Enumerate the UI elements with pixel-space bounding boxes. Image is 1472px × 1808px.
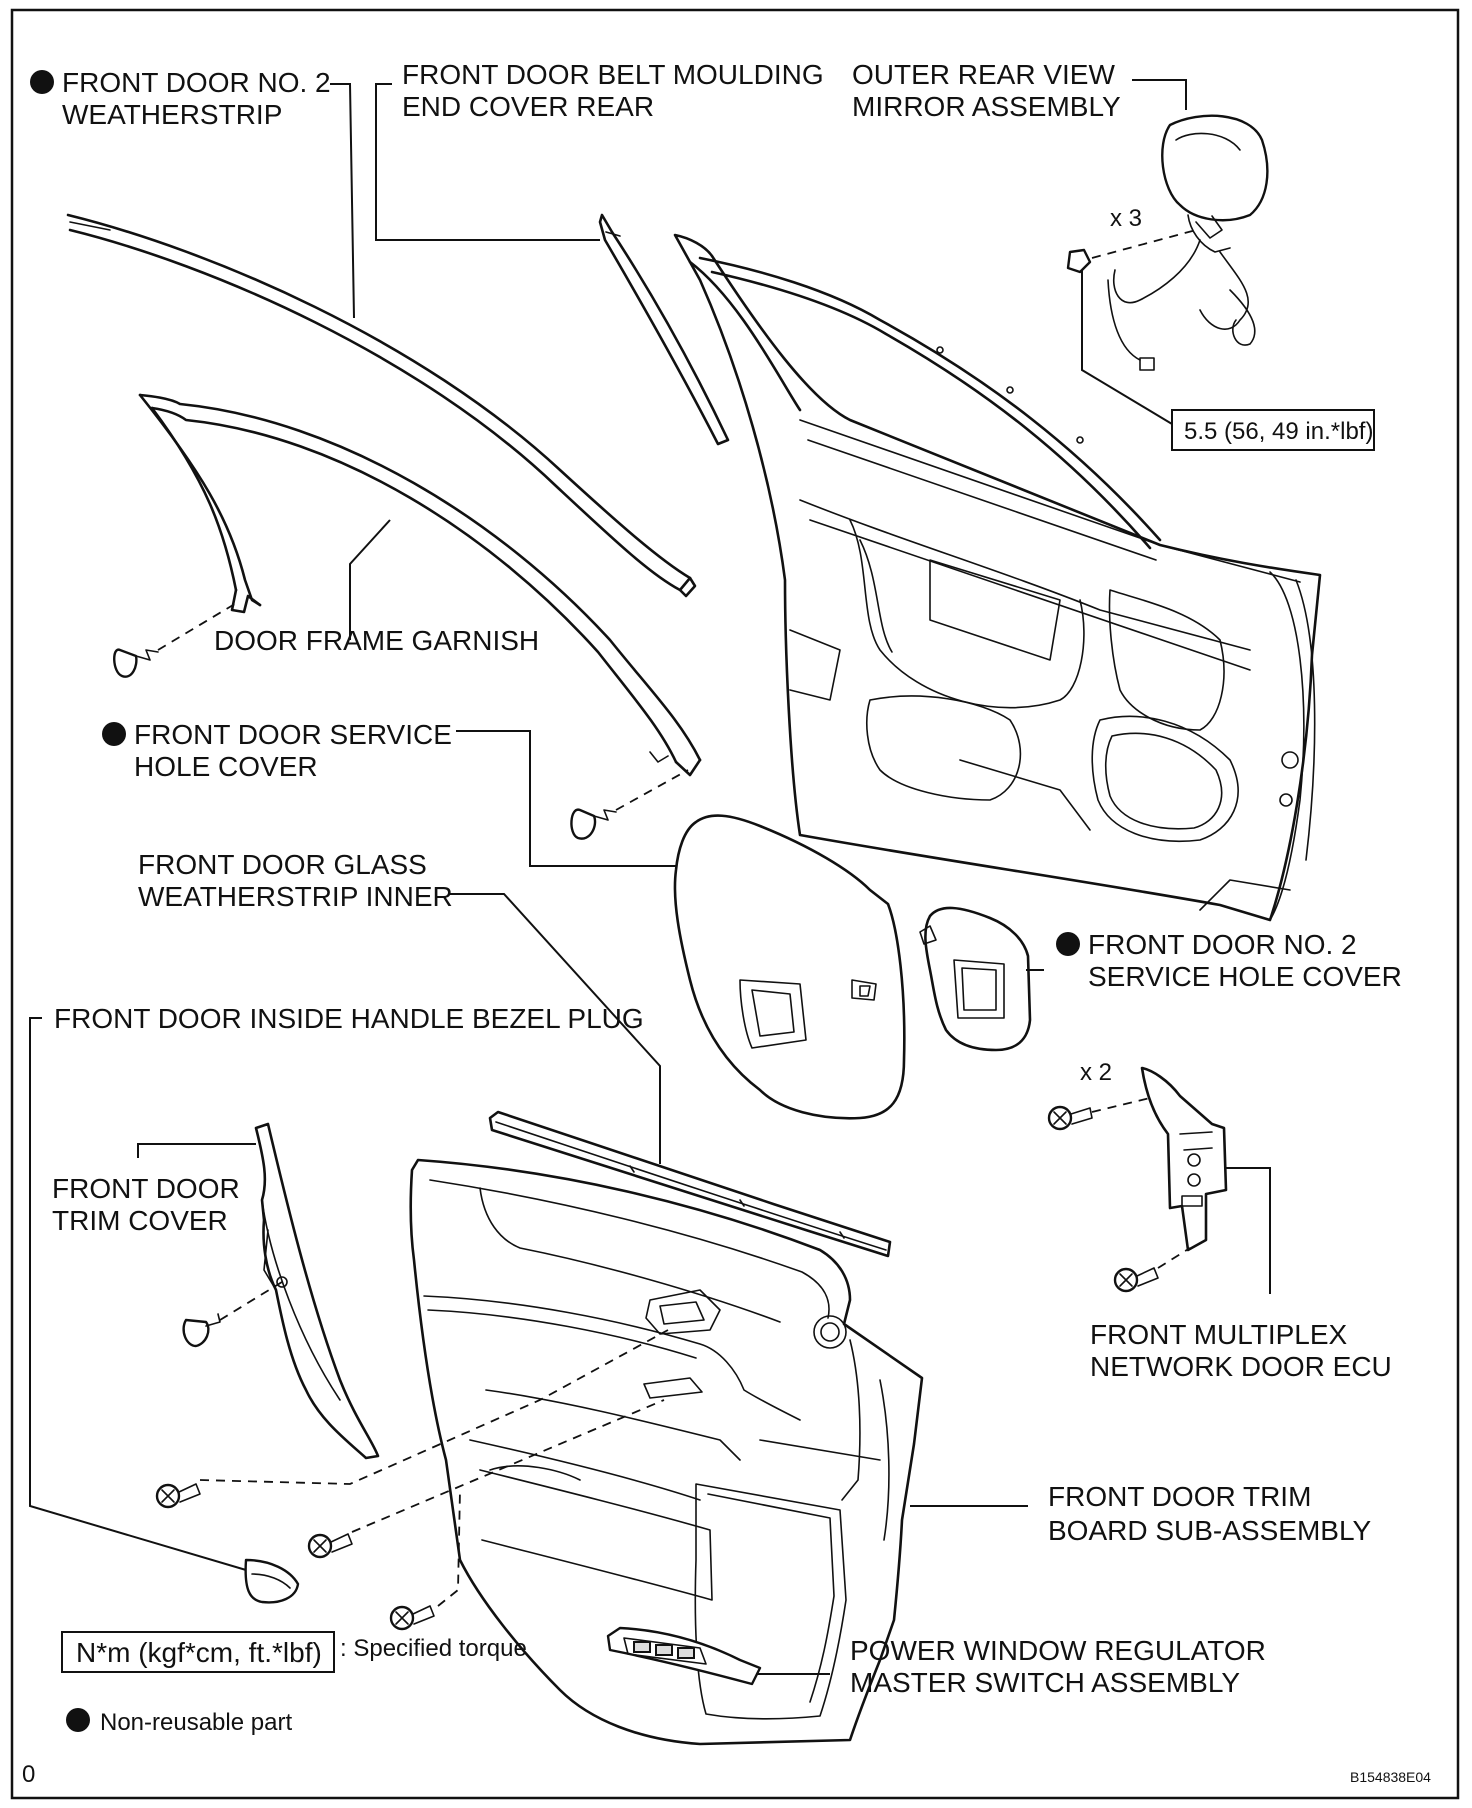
label-belt-moulding-l2: END COVER REAR — [402, 91, 654, 122]
nonreusable-dot-service-cover — [102, 722, 126, 746]
trim-board-screw-2-dashline — [351, 1399, 665, 1533]
outer-rear-view-mirror-part — [1107, 114, 1269, 371]
mirror-nut-dashline — [1091, 229, 1197, 259]
leader-ecu — [1226, 1167, 1271, 1294]
label-switch-l2: MASTER SWITCH ASSEMBLY — [850, 1667, 1240, 1698]
label-mirror-l1: OUTER REAR VIEW — [852, 59, 1115, 90]
leader-service-cover — [456, 730, 676, 867]
label-ecu-l2: NETWORK DOOR ECU — [1090, 1351, 1392, 1382]
inside-handle-bezel-plug-part — [244, 1558, 300, 1604]
trim-board-screw-2 — [307, 1533, 353, 1559]
leader-bezel-plug — [29, 1017, 247, 1571]
ecu-screw-upper-dashline — [1091, 1097, 1151, 1113]
garnish-clip-upper — [113, 648, 159, 678]
label-weatherstrip-l2: WEATHERSTRIP — [62, 99, 282, 130]
label-ecu-l1: FRONT MULTIPLEX — [1090, 1319, 1348, 1350]
nonreusable-dot-weatherstrip — [30, 70, 54, 94]
label-frame-garnish: DOOR FRAME GARNISH — [214, 625, 539, 656]
leader-trim-cover — [137, 1143, 256, 1158]
label-switch-l1: POWER WINDOW REGULATOR — [850, 1635, 1266, 1666]
nonreusable-dot-no2-service — [1056, 932, 1080, 956]
garnish-clip-lower-dashline — [615, 769, 689, 811]
front-door-glass-weatherstrip-inner-part — [488, 1110, 892, 1258]
figure-border — [10, 8, 1460, 1800]
label-ecu-qty: x 2 — [1080, 1059, 1112, 1086]
leader-mirror-torque — [1081, 270, 1173, 425]
label-trim-cover-l1: FRONT DOOR — [52, 1173, 240, 1204]
label-mirror-l2: MIRROR ASSEMBLY — [852, 91, 1121, 122]
legend-torque-box — [61, 1631, 335, 1673]
label-service-cover-l1: FRONT DOOR SERVICE — [134, 719, 452, 750]
label-belt-moulding-l1: FRONT DOOR BELT MOULDING — [402, 59, 824, 90]
trim-board-screw-3-dashline — [437, 1489, 461, 1607]
leader-belt-moulding — [375, 83, 600, 241]
front-door-trim-cover-part — [254, 1122, 380, 1460]
label-bezel-plug: FRONT DOOR INSIDE HANDLE BEZEL PLUG — [54, 1003, 644, 1034]
front-door-trim-board-part — [409, 1158, 924, 1746]
front-door-no2-weatherstrip-part — [66, 213, 697, 598]
footer-figure-code: B154838E04 — [1350, 1769, 1431, 1785]
front-door-no2-service-hole-cover-part — [919, 906, 1032, 1052]
label-service-cover-l2: HOLE COVER — [134, 751, 318, 782]
label-no2-service-l1: FRONT DOOR NO. 2 — [1088, 929, 1357, 960]
front-door-service-hole-cover-part — [673, 814, 906, 1120]
label-weatherstrip-l1: FRONT DOOR NO. 2 — [62, 67, 331, 98]
trim-cover-clip — [182, 1313, 221, 1348]
garnish-clip-lower — [570, 808, 617, 840]
mirror-torque-box — [1171, 409, 1375, 451]
leader-mirror — [1132, 79, 1187, 110]
label-trim-cover-l2: TRIM COVER — [52, 1205, 228, 1236]
power-window-master-switch-part — [606, 1626, 762, 1686]
door-shell-part — [673, 233, 1322, 922]
door-frame-garnish-part — [138, 393, 702, 777]
label-glass-ws-l1: FRONT DOOR GLASS — [138, 849, 427, 880]
leader-frame-garnish — [349, 519, 391, 640]
label-glass-ws-l2: WEATHERSTRIP INNER — [138, 881, 453, 912]
leader-weatherstrip — [330, 83, 355, 319]
mirror-nut — [1066, 248, 1092, 274]
front-multiplex-network-door-ecu-part — [1140, 1066, 1228, 1252]
legend-torque-text: : Specified torque — [340, 1635, 527, 1662]
footer-page-mark: 0 — [22, 1761, 35, 1788]
legend-nonreusable-text: Non-reusable part — [100, 1709, 292, 1736]
label-trim-board-l2: BOARD SUB-ASSEMBLY — [1048, 1515, 1371, 1546]
ecu-screw-lower-dashline — [1157, 1247, 1191, 1269]
ecu-screw-lower — [1113, 1267, 1159, 1293]
label-mirror-torque: 5.5 (56, 49 in.*lbf) — [1184, 418, 1373, 445]
ecu-screw-upper — [1047, 1105, 1093, 1131]
belt-moulding-end-cover-part — [598, 213, 730, 446]
trim-board-screw-3 — [389, 1605, 435, 1631]
label-mirror-qty: x 3 — [1110, 205, 1142, 232]
leader-glass-ws — [450, 893, 661, 1164]
trim-cover-clip-dashline — [219, 1281, 283, 1321]
legend-nonreusable-dot — [66, 1708, 90, 1732]
legend-torque-box-text: N*m (kgf*cm, ft.*lbf) — [76, 1637, 322, 1668]
label-no2-service-l2: SERVICE HOLE COVER — [1088, 961, 1402, 992]
label-trim-board-l1: FRONT DOOR TRIM — [1048, 1481, 1311, 1512]
trim-board-screw-1 — [155, 1483, 201, 1509]
